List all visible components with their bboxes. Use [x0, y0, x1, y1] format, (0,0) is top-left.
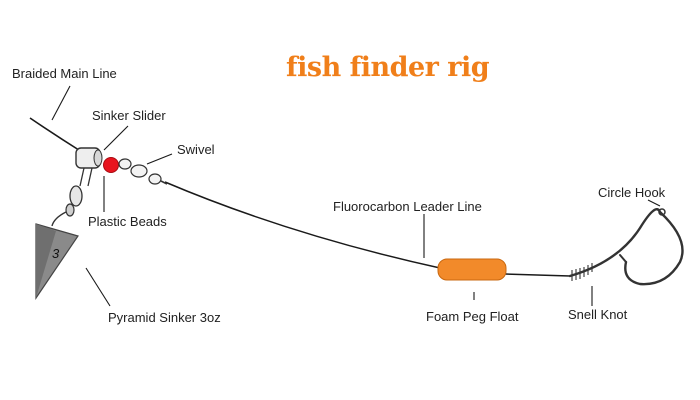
- swivel: [118, 158, 168, 185]
- sinker-slider: [51, 147, 103, 227]
- label-swivel: Swivel: [177, 142, 215, 157]
- label-snell-knot: Snell Knot: [568, 307, 628, 322]
- label-braided-main-line: Braided Main Line: [12, 66, 117, 81]
- label-pyramid-sinker: Pyramid Sinker 3oz: [108, 310, 221, 325]
- diagram-title: fish finder rig: [286, 52, 490, 83]
- fluorocarbon-leader-line: [164, 181, 441, 269]
- pyramid-sinker: [35, 223, 79, 300]
- leader-to-hook-line: [504, 273, 571, 277]
- label-fluorocarbon-leader: Fluorocarbon Leader Line: [333, 199, 482, 214]
- label-foam-peg-float: Foam Peg Float: [426, 309, 519, 324]
- plastic-bead: [103, 157, 119, 173]
- label-circle-hook: Circle Hook: [598, 185, 666, 200]
- sinker-number: 3: [52, 246, 60, 261]
- circle-hook: [568, 208, 684, 286]
- pointer-swivel: [146, 153, 173, 165]
- pointer-circle-hook: [647, 199, 661, 207]
- pointer-pyramid-sinker: [85, 267, 111, 307]
- pointer-braided-main-line: [51, 85, 71, 121]
- label-plastic-beads: Plastic Beads: [88, 214, 167, 229]
- braided-main-line: [29, 117, 83, 153]
- foam-peg-float: [437, 258, 507, 281]
- pointer-sinker-slider: [103, 125, 129, 151]
- pointer-lines: [51, 85, 661, 307]
- label-sinker-slider: Sinker Slider: [92, 108, 166, 123]
